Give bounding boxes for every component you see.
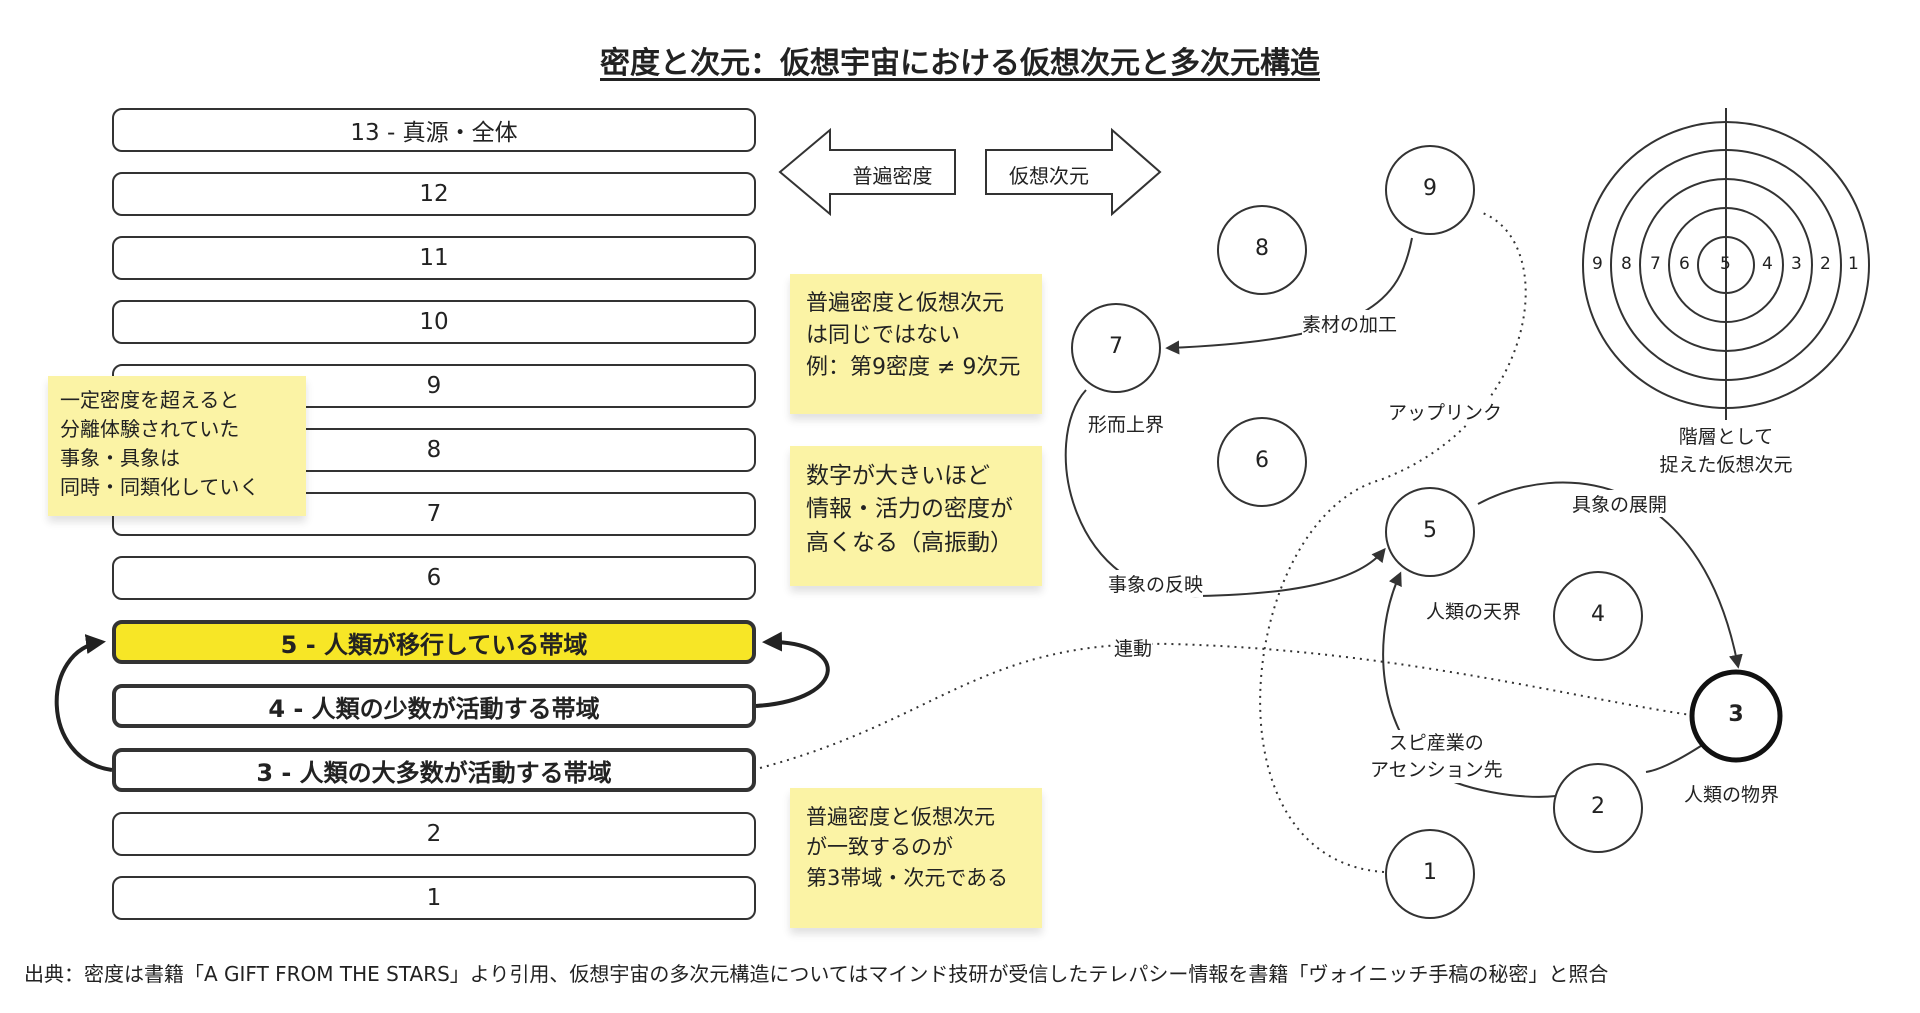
source-footer: 出典：密度は書籍「A GIFT FROM THE STARS」より引用、仮想宇宙…: [24, 962, 1609, 986]
ring-label-9: 9: [1592, 254, 1603, 274]
metaphysical-realm-label: 形而上界: [1088, 414, 1165, 436]
node-4-label: 4: [1591, 602, 1605, 627]
band-3: 3 - 人類の大多数が活動する帯域: [112, 748, 756, 792]
ring-label-8: 8: [1621, 254, 1632, 274]
band-10: 10: [112, 300, 756, 344]
ring-label-6: 6: [1679, 254, 1690, 274]
linked-dotted-line: [759, 642, 1699, 769]
band-1: 1: [112, 876, 756, 920]
sticky-note-match: 普遍密度と仮想次元 が一致するのが 第3帯域・次元である: [790, 788, 1042, 928]
human-heaven-label: 人類の天界: [1426, 601, 1522, 623]
node-3: [1689, 669, 1783, 763]
arrow-right-shape: [985, 127, 1162, 217]
rings-caption: 階層として 捉えた仮想次元: [1640, 424, 1812, 480]
band-11: 11: [112, 236, 756, 280]
ring-label-5: 5: [1720, 254, 1731, 274]
node-5-label: 5: [1423, 518, 1437, 543]
node-7-label: 7: [1109, 334, 1123, 359]
ring-label-1: 1: [1848, 254, 1859, 274]
node-3-label: 3: [1728, 702, 1744, 727]
ring-label-4: 4: [1762, 254, 1773, 274]
node-1-label: 1: [1423, 860, 1437, 885]
page-title: 密度と次元：仮想宇宙における仮想次元と多次元構造: [600, 46, 1320, 81]
sticky-note-higher-density: 数字が大きいほど 情報・活力の密度が 高くなる（高振動）: [790, 446, 1042, 586]
loop-arrow-4-to-5: [755, 631, 830, 708]
human-material-realm-label: 人類の物界: [1684, 784, 1780, 806]
ring-label-3: 3: [1791, 254, 1802, 274]
arrow-left-label: 普遍密度: [852, 164, 933, 188]
node-2-label: 2: [1591, 794, 1605, 819]
concentric-rings: [1582, 108, 1870, 420]
arrow-right-label: 仮想次元: [1009, 164, 1089, 188]
node-9-label: 9: [1423, 176, 1437, 201]
band-4: 4 - 人類の少数が活動する帯域: [112, 684, 756, 728]
node-1: [1385, 829, 1475, 919]
node-6-label: 6: [1255, 448, 1269, 473]
event-reflection-label: 事象の反映: [1108, 570, 1204, 597]
arrow-left-shape: [778, 127, 956, 217]
loop-arrow-3-to-5: [54, 634, 113, 772]
node-8: [1217, 205, 1307, 295]
node-4: [1553, 571, 1643, 661]
band-6: 6: [112, 556, 756, 600]
band-5: 5 - 人類が移行している帯域: [112, 620, 756, 664]
node-5: [1385, 487, 1475, 577]
node-2: [1553, 763, 1643, 853]
node-9: [1385, 145, 1475, 235]
node-6: [1217, 417, 1307, 507]
uplink-label: アップリンク: [1388, 398, 1503, 425]
band-2: 2: [112, 812, 756, 856]
sticky-note-not-same: 普遍密度と仮想次元 は同じではない 例：第9密度 ≠ 9次元: [790, 274, 1042, 414]
ring-label-7: 7: [1650, 254, 1661, 274]
node-7: [1071, 303, 1161, 393]
band-13: 13 - 真源・全体: [112, 108, 756, 152]
sticky-note-merge: 一定密度を超えると 分離体験されていた 事象・具象は 同時・同類化していく: [48, 376, 306, 516]
band-12: 12: [112, 172, 756, 216]
spiritual-ascension-label: スピ産業の アセンション先: [1370, 730, 1503, 784]
manifestation-label: 具象の展開: [1572, 490, 1668, 517]
linked-label: 連動: [1114, 634, 1153, 661]
material-processing-label: 素材の加工: [1302, 310, 1398, 337]
ring-label-2: 2: [1820, 254, 1831, 274]
node-8-label: 8: [1255, 236, 1269, 261]
uplink-dotted-line: [1259, 211, 1527, 873]
